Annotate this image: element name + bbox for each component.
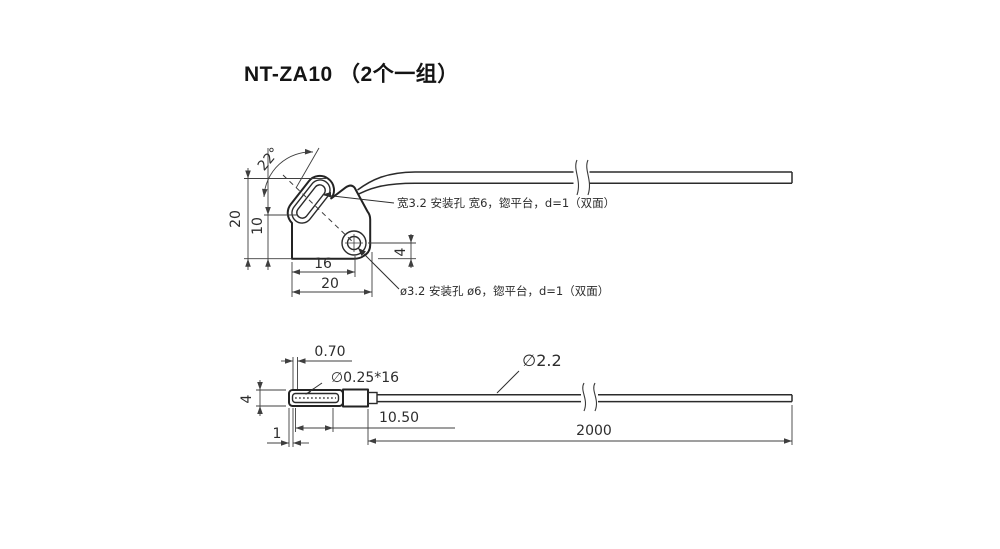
side-view-part [288,388,793,408]
note-fiber-spec: ∅0.25*16 [331,370,399,386]
sensor-stub [367,391,378,405]
dim-hole-offset-x: 16 [314,256,332,272]
dim-tip-offset: 0.70 [314,344,345,360]
side-view-cable-break [581,382,598,412]
dim-overall-width: 20 [321,276,339,292]
side-view-dimensions: 4 0.70 ∅0.25*16 1 [239,344,793,447]
hole-counterbore [341,230,367,256]
note-slot-hole: 宽3.2 安装孔 宽6，锪平台，d=1（双面） [397,196,615,210]
centerline [282,174,355,244]
drawing-title: NT-ZA10 （2个一组） [244,63,459,86]
dim-head-length: 10.50 [379,410,419,426]
dim-hole-offset-y: 4 [393,247,409,256]
top-view-cable [352,171,793,198]
top-view-dimensions: 20 10 22° 16 20 4 [228,145,615,298]
sensor-sleeve [342,388,369,408]
dim-overall-height: 20 [228,210,244,228]
dim-slot-height: 10 [250,217,266,235]
top-view-cable-break [573,159,591,196]
dim-head-height: 4 [239,394,255,403]
top-view-bracket [282,147,372,260]
dim-fiber-inset: 1 [273,426,282,442]
note-cable-diameter: ∅2.2 [522,351,561,370]
fiber-channel [291,392,340,404]
dim-cable-length: 2000 [576,423,612,439]
note-round-hole: ø3.2 安装孔 ø6，锪平台，d=1（双面） [400,284,609,298]
dim-slot-angle: 22° [255,145,283,174]
